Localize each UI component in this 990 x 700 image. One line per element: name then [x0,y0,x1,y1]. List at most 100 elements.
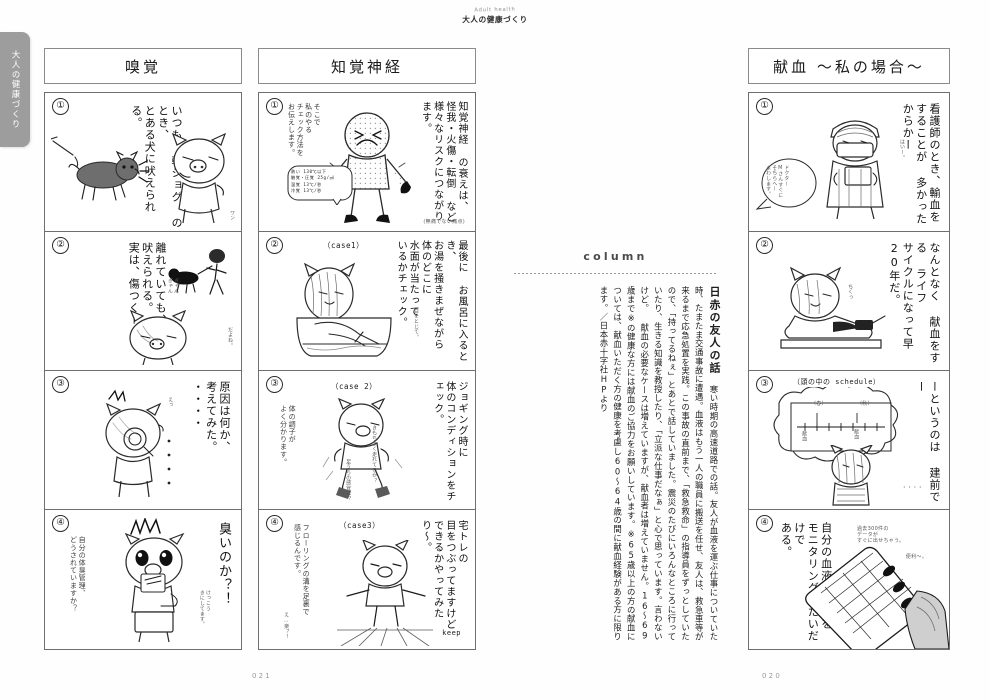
shocked-pig-with-deodorant-art [111,518,197,644]
book-logo-jp: 大人の健康づくり [462,15,528,25]
panel-note: ワン [229,210,235,221]
panel-note: だよね。 [227,326,233,348]
panel-blood-2: ② なんとなく 献血をする ライフ サイクルになって早 20年だ。 [749,232,949,371]
panel-caption-secondary: 体の調子が よく分かります。 [279,405,297,466]
panel-note: え…楽？！ [283,611,290,640]
panel-case-label: （case 2） [331,382,378,391]
panel-caption: 原因は何か、 考えてみた。 ・・・・ [191,381,231,453]
panel-number: ② [52,237,69,254]
memo-line: 温覚 13℃/秒 [291,181,322,187]
panel-number: ④ [52,515,69,532]
panel-smell-2: ② 離れていても、 吠えられる。 実は、傷つくー。 [45,232,241,371]
panel-number: ② [266,237,283,254]
panel-note: （秋） [857,401,873,407]
hand-holding-blood-data-card-art [799,531,949,649]
panel-number: ② [756,237,773,254]
column-text: 寒い時期の高速道路での話。友人が血液を運ぶ仕事についていた時、たまたま交通事故に… [598,286,719,642]
panel-caption: ーというのは 建前でー [914,381,941,503]
memo-line: 熱い 130℃以下 [291,169,327,174]
panel-case-label: （case1） [323,241,365,250]
panel-note: ドクター Мさんすぐに そちらへー まわします。 [765,165,790,198]
pig-thinking-with-magnifier-art [91,389,183,501]
comic-column-smell-header: 嗅覚 [44,48,242,84]
sad-pig-art [119,308,197,366]
panel-number: ① [52,98,69,115]
panel-note: （春） [811,401,827,407]
panel-note: 過去300件の データが すぐに出せちゃう。 [857,526,905,545]
column-divider [514,273,717,274]
panel-note: 目をとじて。 [413,308,419,340]
comic-column-blood-donation-header: 献血 ～私の場合～ [748,48,950,84]
dog-on-leash-art [165,240,235,302]
comic-column-smell: 嗅覚 ① いつも 朝ジョグ のとき、 とある犬に吠えられる。 [44,48,242,650]
panel-caption-secondary: 自分の体臭管理、 どうされていますか？ [69,536,87,612]
panel-blood-3: ③ ーというのは 建前でー （頭の中の schedule） [749,371,949,510]
jogging-pig-art [321,397,405,507]
speech-bubble-art [755,155,819,213]
panel-smell-4: ④ 臭いのか？！ 自分の体臭管理、 どうされていますか？ [45,510,241,649]
folio-left: 021 [252,672,272,680]
column-feature: column 日赤の友人の話 寒い時期の高速道路での話。友人が血液を運ぶ仕事につ… [508,250,723,650]
column-eyebrow: column [583,250,648,263]
panel-number: ③ [756,376,773,393]
comic-strip-blood-donation: ① 看護師のとき、輸血を することが 多かったからかー [748,92,950,650]
panel-blood-4: ④ 自分の血液データを モニタリングしたいだけで ある。 [749,510,949,649]
pig-character-art [165,133,233,225]
cat-donating-blood-art [771,262,889,360]
panel-note: 足うらの感覚は？ [345,458,352,501]
side-index-tab[interactable]: 大人の健康づくり [0,32,30,147]
cat-in-bathtub-art [285,258,409,362]
panel-note: きもちよく走れてるか？ [371,425,378,484]
panel-number: ① [756,98,773,115]
panel-number: ④ [756,515,773,532]
panel-note: 献血 [853,429,860,440]
panel-note: ぎゃん ぎゃん [166,278,179,294]
panel-note: けっこう きにしてます。 [198,589,211,627]
sensation-memo-bubble [287,165,353,205]
panel-note: えっ [167,397,174,408]
comic-column-blood-donation: 献血 ～私の場合～ ① 看護師のとき、輸血を することが 多かったからかー [748,48,950,650]
panel-note: keep [442,629,461,637]
dog-barking-at-jogger-art [51,135,151,215]
panel-caption: ジョギング時に 体のコンディションをチェック。 [431,381,467,502]
panel-number: ④ [266,515,283,532]
panel-note: 献血 [801,431,808,442]
nurse-with-clipboard-art [815,107,895,223]
thought-bubble-schedule-art [765,387,915,471]
comic-column-sensory-nerve: 知覚神経 ① 知覚神経 の衰えは、 怪我・火傷・転倒 など 様々なリスクにつなが… [258,48,476,650]
book-logo: Adult health 大人の健康づくり [0,7,990,25]
panel-note: 便利〜。 [905,554,927,560]
panel-case-label: （case3） [339,521,381,530]
column-body: 日赤の友人の話 寒い時期の高速道路での話。友人が血液を運ぶ仕事についていた時、た… [508,286,723,641]
panel-caption: 看護師のとき、輸血を することが 多かったからかー [901,103,941,225]
panel-schedule-label: （頭の中の schedule） [793,378,881,386]
panel-note: (無痛でない痛点) [423,218,465,225]
balancing-cat-art [337,540,433,646]
column-title: 日赤の友人の話 [708,286,721,375]
panel-number: ③ [266,376,283,393]
numb-figure-art [319,107,415,227]
comic-column-sensory-nerve-header: 知覚神経 [258,48,476,84]
panel-note: ちくっ [847,284,854,300]
thinking-cat-art [821,445,881,507]
panel-memo: 熱い 130℃以下 触覚・圧覚 25g/㎠ 温覚 13℃/秒 冷覚 13℃/秒 [291,169,334,194]
panel-caption: いつも 朝ジョグ のとき、 とある犬に吠えられる。 [129,105,183,229]
panel-number: ① [266,98,283,115]
panel-ellipsis: ・・・・ [901,484,923,491]
panel-caption: 知覚神経 の衰えは、 怪我・火傷・転倒 など 様々なリスクにつながります。 [419,101,467,223]
memo-line: 冷覚 13℃/秒 [291,187,322,193]
panel-nerve-3: ③ ジョギング時に 体のコンディションをチェック。 （case 2） 体の調子が… [259,371,475,510]
comic-strip-smell: ① いつも 朝ジョグ のとき、 とある犬に吠えられる。 [44,92,242,650]
panel-caption: なんとなく 献血をする ライフ サイクルになって早 20年だ。 [887,242,941,364]
panel-caption: 宅トレの 目をつぶってますけど できるかやってみたり〜。 [419,520,467,630]
panel-smell-3: ③ 原因は何か、 考えてみた。 ・・・・ [45,371,241,510]
panel-note: はいー。 [899,139,905,161]
panel-caption: 最後に お風呂に入るとき、 お湯を掻きまぜながら 体のどこに 水面が当たって い… [395,240,467,362]
panel-caption-secondary: フローリングの溝を足裏で 感じるんです。 [293,524,311,616]
panel-smell-1: ① いつも 朝ジョグ のとき、 とある犬に吠えられる。 [45,93,241,232]
panel-nerve-4: ④ 宅トレの 目をつぶってますけど できるかやってみたり〜。 フローリングの溝を… [259,510,475,649]
panel-number: ③ [52,376,69,393]
panel-caption-secondary: そこで 私のやる チェック方法を お伝えします。 [287,103,322,157]
panel-nerve-1: ① 知覚神経 の衰えは、 怪我・火傷・転倒 など 様々なリスクにつながります。 … [259,93,475,232]
